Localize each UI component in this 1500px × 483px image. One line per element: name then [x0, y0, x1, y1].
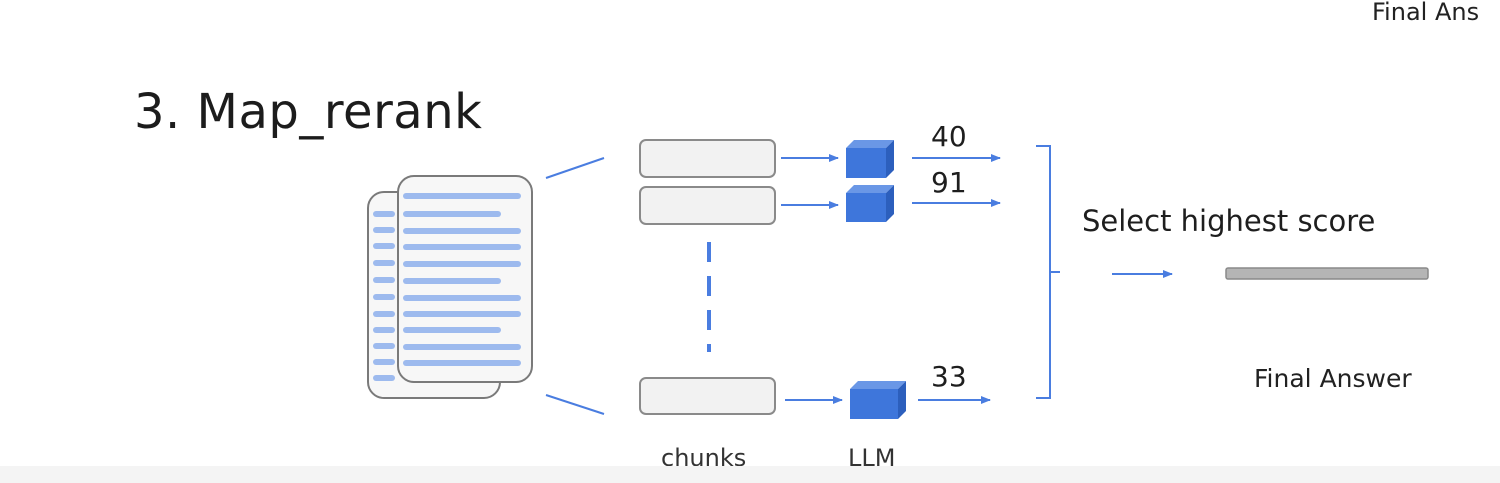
final-answer-label: Final Answer — [1254, 364, 1412, 393]
page-title: 3. Map_rerank — [134, 84, 483, 140]
llm-cube-icon-3 — [850, 381, 906, 419]
chunk-box-3 — [639, 377, 776, 415]
llm-cube-icon-1 — [846, 140, 894, 178]
llm-cube-icon-2 — [846, 185, 894, 222]
chunk-box-2 — [639, 186, 776, 225]
score-label-3: 33 — [931, 360, 967, 393]
score-label-1: 40 — [931, 120, 967, 153]
document-stack-icon — [367, 175, 533, 399]
final-answer-fragment: Final Ans — [1372, 0, 1480, 26]
selection-bracket — [1036, 145, 1060, 399]
chunk-box-1 — [639, 139, 776, 178]
final-answer-bar — [1225, 267, 1429, 280]
split-line-top — [545, 157, 605, 179]
split-line-bottom — [545, 394, 605, 415]
select-highest-score-label: Select highest score — [1082, 204, 1376, 238]
score-label-2: 91 — [931, 166, 967, 199]
video-subtitle-strip — [0, 466, 1500, 483]
